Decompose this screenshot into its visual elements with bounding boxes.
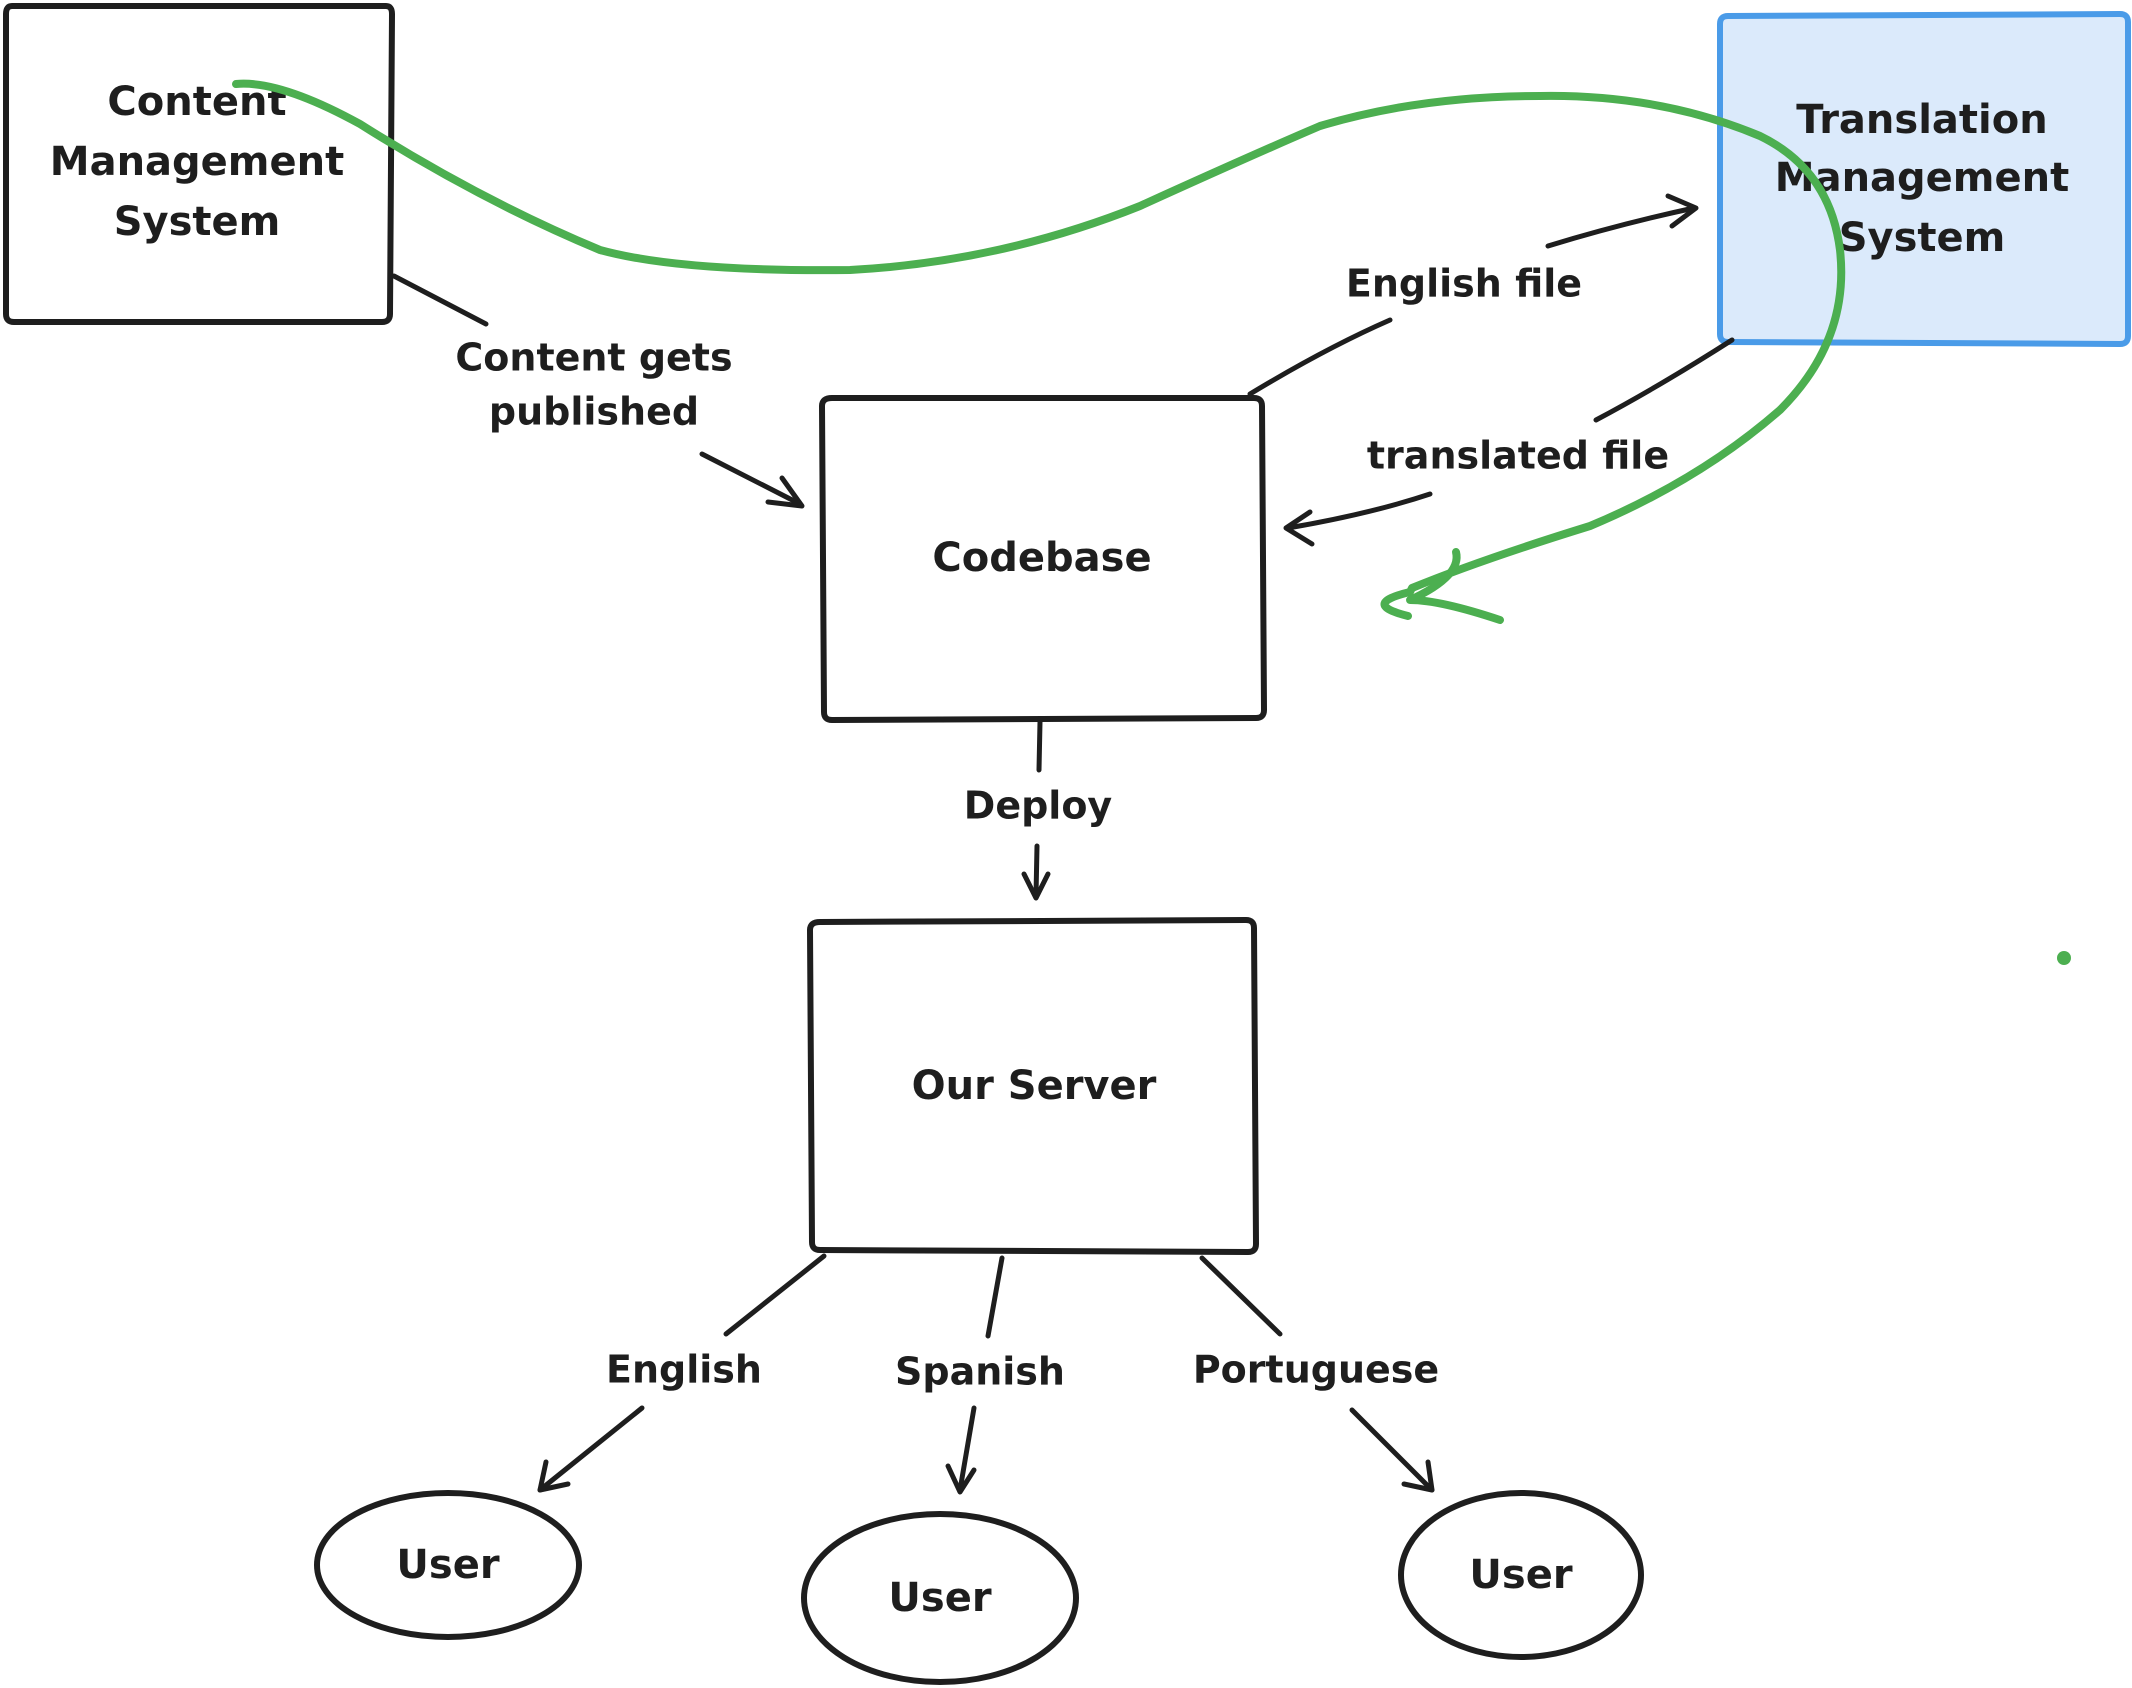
codebase-box [819,395,1267,723]
user-node-portuguese[interactable]: User [1398,1490,1644,1660]
edge-spanish-label: Spanish [895,1350,1065,1394]
edge-line [723,1253,827,1337]
user-label: User [888,1575,991,1621]
arrowhead-icon [1665,193,1699,229]
edge-line [957,1405,977,1493]
green-dot [2057,951,2071,965]
edge-line [1593,337,1735,423]
edge-portuguese-label: Portuguese [1193,1348,1439,1392]
user-label: User [1469,1552,1572,1598]
edge-translated-file[interactable]: translated file [1283,337,1735,547]
edge-portuguese[interactable]: Portuguese [1193,1255,1439,1493]
edge-translated-file-label: translated file [1367,434,1669,478]
green-curve [232,79,1846,620]
edge-deploy[interactable]: Deploy [964,719,1113,901]
cms-node[interactable]: Content Management System [3,3,395,325]
user-label: User [396,1542,499,1588]
cms-label-line3: System [114,199,281,245]
edge-spanish[interactable]: Spanish [895,1255,1065,1495]
edge-line [1036,719,1043,773]
edge-line [537,1405,645,1493]
arrowhead-icon [1283,509,1315,547]
edge-deploy-label: Deploy [964,784,1113,828]
user-ellipse [801,1511,1079,1685]
edge-line [1285,491,1433,531]
user-node-spanish[interactable]: User [801,1511,1079,1685]
edge-line [1033,843,1040,899]
server-node[interactable]: Our Server [807,917,1259,1255]
edge-line [1247,317,1393,397]
arrowhead-icon [945,1463,977,1495]
tms-node[interactable]: Translation Management System [1717,11,2131,347]
tms-box [1717,11,2131,347]
arrowhead-icon [765,475,805,509]
green-freehand-annotation[interactable] [232,79,2071,965]
edge-line [391,273,489,327]
server-label: Our Server [912,1063,1157,1109]
edge-publish-label-line2: published [489,390,699,434]
server-box [807,917,1259,1255]
cms-box [3,3,395,325]
edge-line [1199,1255,1283,1337]
edge-line [1349,1407,1435,1493]
tms-label-line3: System [1839,215,2006,261]
edge-line [699,451,803,507]
edge-english-label: English [606,1348,762,1392]
edge-publish[interactable]: Content gets published [391,273,805,509]
codebase-label: Codebase [932,535,1151,581]
user-node-english[interactable]: User [314,1490,582,1640]
tms-label-line1: Translation [1796,97,2047,143]
cms-label-line2: Management [50,139,344,185]
green-arrowhead-icon [1406,548,1504,624]
user-ellipse [1398,1490,1644,1660]
arrowhead-icon [1401,1459,1435,1493]
edge-publish-label-line1: Content gets [455,336,732,380]
edge-english[interactable]: English [537,1253,827,1493]
edge-line [1545,205,1697,249]
codebase-node[interactable]: Codebase [819,395,1267,723]
arrowhead-icon [1021,871,1051,901]
user-ellipse [314,1490,582,1640]
edge-line [985,1255,1005,1339]
arrowhead-icon [537,1459,571,1493]
edge-english-file[interactable]: English file [1247,193,1699,397]
edge-english-file-label: English file [1346,262,1582,306]
